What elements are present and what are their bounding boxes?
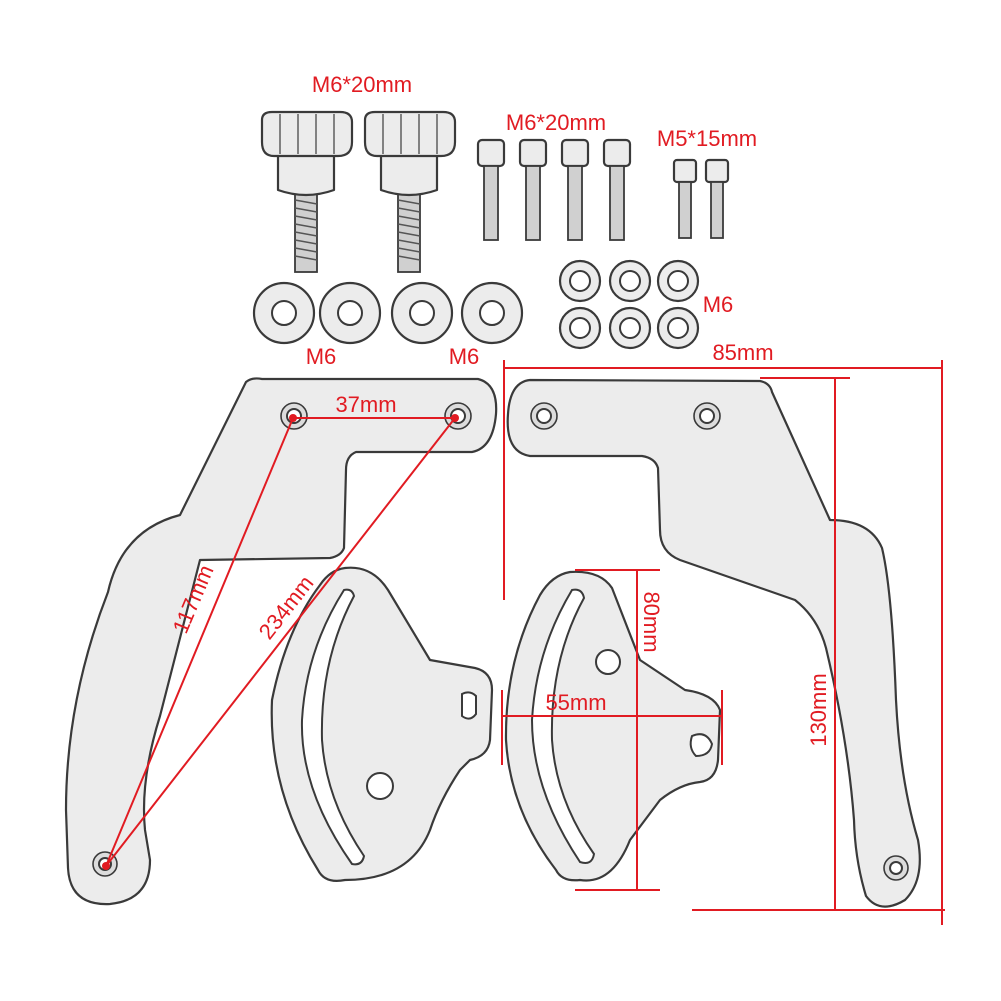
right-slotted-plate bbox=[504, 570, 722, 882]
dim-85mm-label: 85mm bbox=[712, 340, 773, 365]
small-washers bbox=[558, 259, 700, 350]
hex-bolt-3 bbox=[560, 138, 590, 241]
dim-130mm-label: 130mm bbox=[806, 673, 831, 746]
small-bolt-1 bbox=[672, 158, 698, 239]
large-washers bbox=[252, 281, 524, 345]
left-slotted-plate bbox=[270, 566, 494, 882]
right-bracket bbox=[506, 378, 921, 908]
hex-bolt-1 bbox=[476, 138, 506, 241]
dim-55mm-label: 55mm bbox=[545, 690, 606, 715]
dim-37mm-label: 37mm bbox=[335, 392, 396, 417]
dim-80mm-label: 80mm bbox=[639, 591, 664, 652]
dimension-lines bbox=[102, 360, 945, 925]
small-bolt-label: M5*15mm bbox=[657, 126, 757, 151]
small-washer-label: M6 bbox=[703, 292, 734, 317]
knob-bolt-label: M6*20mm bbox=[312, 72, 412, 97]
hex-bolt-2 bbox=[518, 138, 548, 241]
small-bolt-group bbox=[672, 158, 730, 239]
hex-bolt-group bbox=[476, 138, 632, 241]
hex-bolt-4 bbox=[602, 138, 632, 241]
hex-bolt-label: M6*20mm bbox=[506, 110, 606, 135]
knob-bolt-1 bbox=[260, 110, 354, 273]
large-washer-label-left: M6 bbox=[306, 344, 337, 369]
large-washer-label-right: M6 bbox=[449, 344, 480, 369]
small-bolt-2 bbox=[704, 158, 730, 239]
knob-bolt-2 bbox=[363, 110, 457, 273]
